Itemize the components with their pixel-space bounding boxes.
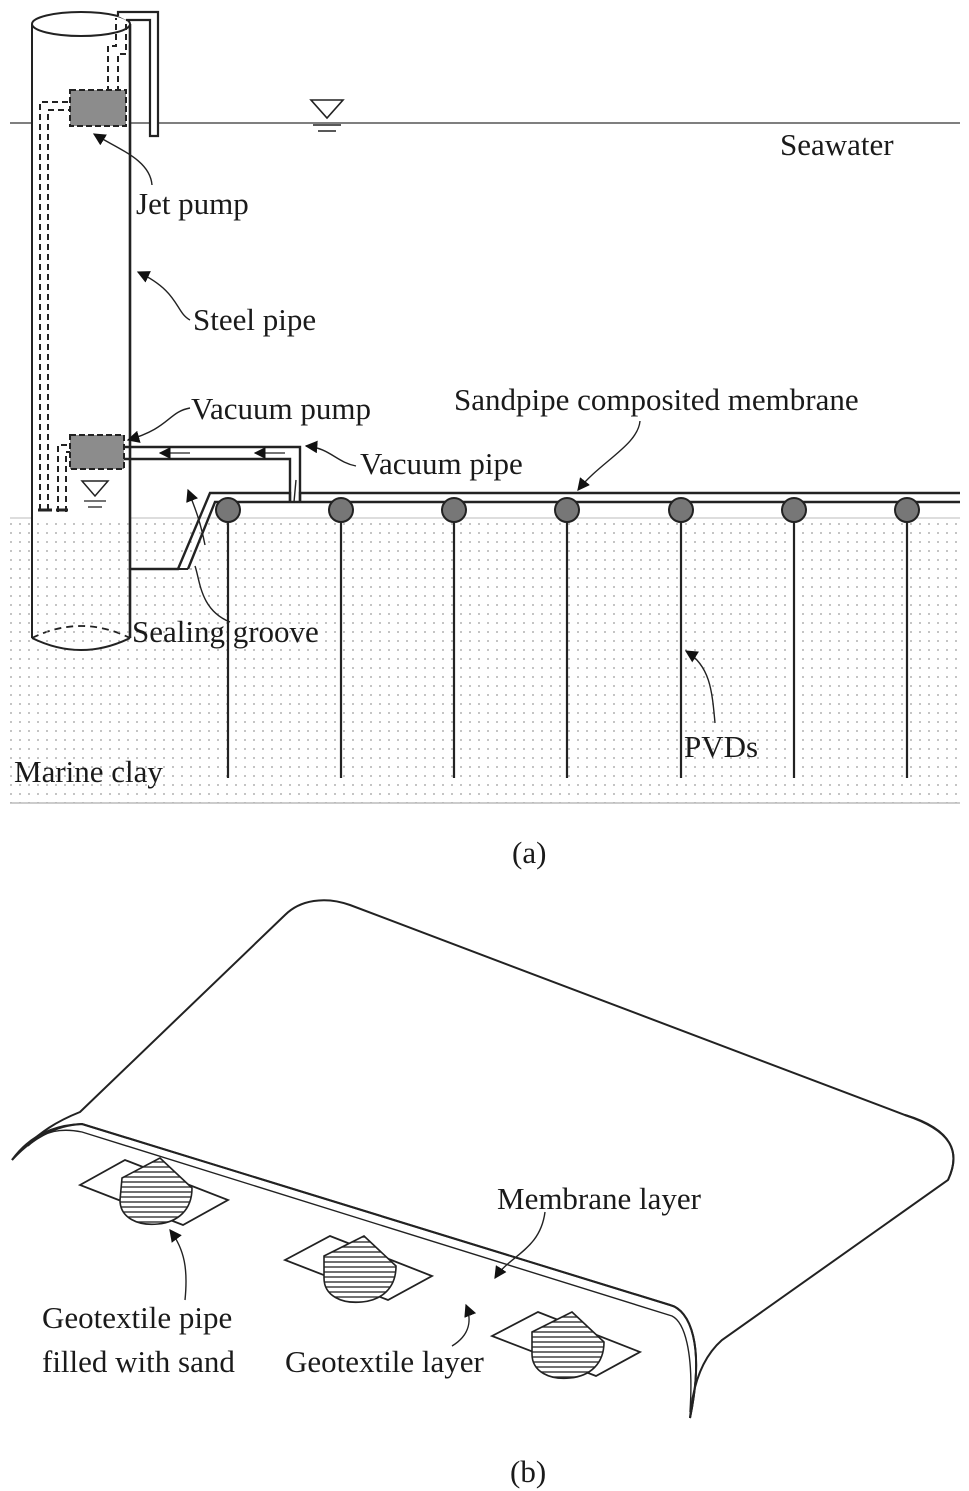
caption-b: (b) [510, 1454, 546, 1489]
leader-vacuum-pipe [304, 440, 357, 467]
label-jet-pump: Jet pump [136, 186, 249, 221]
pvd [441, 497, 467, 778]
leader-geotextile-pipe [169, 1228, 187, 1301]
label-vacuum-pipe: Vacuum pipe [360, 446, 523, 481]
sand-pipe-unit [489, 1311, 643, 1380]
leader-vacuum-pump [126, 407, 191, 443]
panel-b: Membrane layer Geotextile pipe filled wi… [11, 899, 955, 1489]
label-seawater: Seawater [780, 127, 894, 162]
geotextile-pads [77, 1157, 643, 1380]
pvd [894, 497, 920, 778]
marine-clay-region [10, 518, 960, 803]
vacuum-pump-box [69, 434, 125, 470]
jet-pump-discharge-pipe [116, 10, 160, 138]
leader-pvds [684, 650, 716, 724]
water-level-symbol [309, 99, 345, 132]
label-steel-pipe: Steel pipe [193, 302, 316, 337]
pvd [328, 497, 354, 778]
sand-pipe-unit [282, 1235, 435, 1304]
jet-pump-box [69, 89, 127, 127]
membrane-front-edge [11, 1122, 698, 1419]
pvd [554, 497, 580, 778]
pvd [781, 497, 807, 778]
label-pvds: PVDs [684, 729, 758, 764]
inner-water-level-symbol [80, 480, 110, 508]
label-geotextile-pipe-line2: filled with sand [42, 1344, 235, 1379]
label-marine-clay: Marine clay [14, 754, 163, 789]
label-membrane-layer: Membrane layer [497, 1181, 702, 1216]
pvd [215, 497, 241, 778]
membrane-sheet [11, 899, 955, 1419]
leader-sandpipe-membrane [577, 420, 641, 491]
leaders-a [92, 133, 716, 724]
caption-a: (a) [512, 835, 546, 870]
membrane-right-edge [904, 1114, 955, 1181]
label-geotextile-layer: Geotextile layer [285, 1344, 484, 1379]
pvd-group [215, 497, 920, 778]
leader-jet-pump [92, 133, 153, 186]
label-vacuum-pump: Vacuum pump [191, 391, 371, 426]
clay-inside-pipe [33, 520, 129, 638]
label-geotextile-pipe-line1: Geotextile pipe [42, 1300, 232, 1335]
label-sandpipe-membrane: Sandpipe composited membrane [454, 382, 859, 417]
membrane-front-edge-inner [27, 1129, 692, 1413]
leader-geotextile-layer [451, 1303, 477, 1347]
leader-sealing-groove-top [186, 488, 206, 546]
leader-membrane-layer [494, 1211, 546, 1280]
membrane-line [130, 491, 960, 571]
leaders-b [169, 1211, 546, 1347]
sand-pipe-unit [77, 1157, 231, 1226]
vacuum-pipe [124, 445, 302, 503]
internal-hoses [39, 18, 127, 512]
panel-a: Seawater Jet pump Steel pipe Vacuum pump… [10, 10, 960, 870]
label-sealing-groove: Sealing groove [132, 614, 319, 649]
pvd [668, 497, 694, 778]
leader-steel-pipe [136, 271, 191, 321]
leader-sealing-groove [194, 565, 231, 623]
